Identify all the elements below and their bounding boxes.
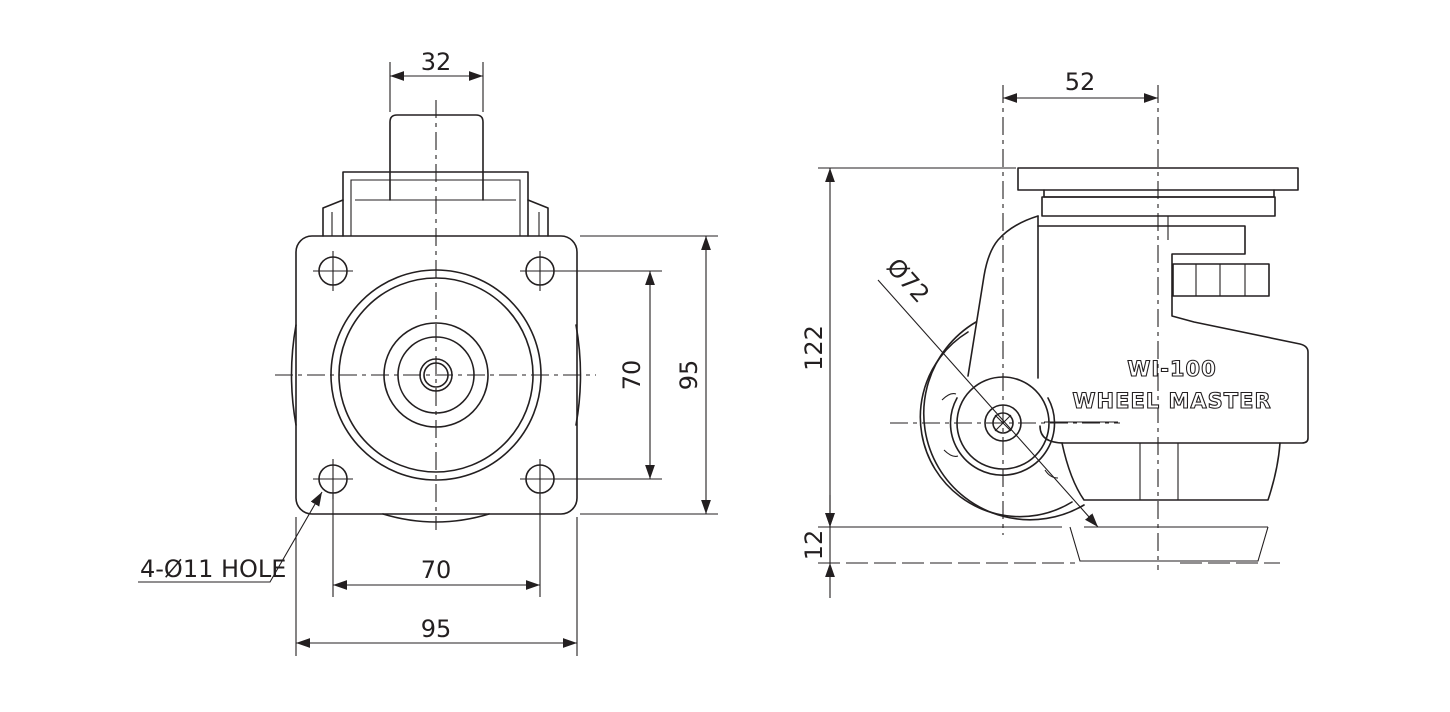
dim-plate-width: 95 xyxy=(421,615,452,643)
front-view xyxy=(275,100,596,530)
dim-stem-width: 32 xyxy=(421,48,452,76)
front-dimensions: 32 70 95 70 95 4-Ø11 HOLE xyxy=(138,48,718,656)
dim-foot-stroke: 12 xyxy=(800,530,828,561)
dim-offset: 52 xyxy=(1065,68,1096,96)
dim-wheel-diameter: Ø72 xyxy=(881,253,935,308)
side-view: Ø72 WI-100 WHEEL MASTER xyxy=(877,85,1309,570)
dim-total-height: 122 xyxy=(800,325,828,371)
dim-hole-spacing-vertical: 70 xyxy=(618,360,646,391)
side-dimensions: 52 122 12 xyxy=(800,68,1280,598)
dim-hole-spacing-horizontal: 70 xyxy=(421,556,452,584)
brand-label: WHEEL MASTER xyxy=(1072,389,1271,413)
model-label: WI-100 xyxy=(1127,357,1217,381)
dim-plate-height: 95 xyxy=(675,360,703,391)
hole-callout: 4-Ø11 HOLE xyxy=(140,555,286,583)
